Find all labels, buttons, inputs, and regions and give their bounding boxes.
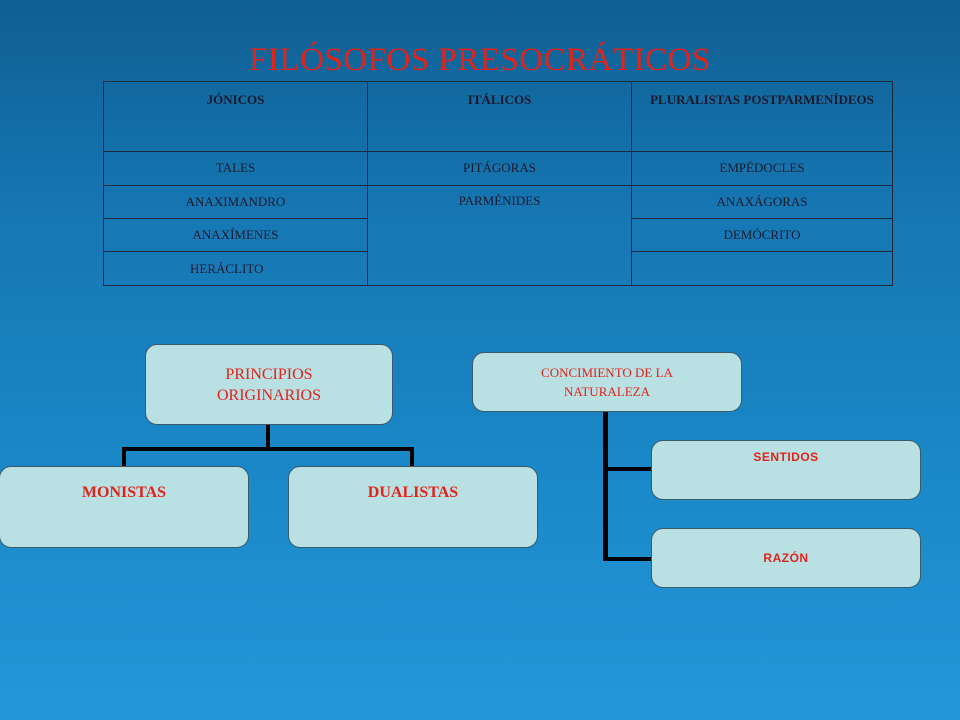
- cell-jonicos: TALES: [103, 151, 368, 186]
- slide-title: FILÓSOFOS PRESOCRÁTICOS: [249, 42, 711, 78]
- sentidos-label: SENTIDOS: [753, 450, 819, 464]
- cell-italicos: PARMÉNIDES: [367, 184, 632, 286]
- connector-line: [603, 557, 653, 561]
- table-row: ANAXIMANDRO PARMÉNIDES ANAXÁGORAS: [103, 184, 893, 286]
- connector-line: [603, 411, 608, 561]
- table-header-row: JÓNICOS ITÁLICOS PLURALISTAS POSTPARMENÍ…: [103, 80, 893, 153]
- cell-jonicos: ANAXÍMENES: [103, 217, 368, 253]
- connector-line: [122, 447, 126, 467]
- dualistas-node: DUALISTAS: [288, 466, 538, 548]
- cell-jonicos: HERÁCLITO: [103, 251, 368, 286]
- principios-originarios-node: PRINCIPIOS ORIGINARIOS: [145, 344, 393, 425]
- header-pluralistas: PLURALISTAS POSTPARMENÍDEOS: [631, 80, 893, 153]
- connector-line: [603, 467, 653, 471]
- principios-originarios-label: PRINCIPIOS ORIGINARIOS: [217, 365, 321, 404]
- cell-jonicos: ANAXIMANDRO: [103, 184, 368, 219]
- razon-label: RAZÓN: [763, 551, 809, 565]
- header-italicos: ITÁLICOS: [367, 80, 632, 153]
- cell-pluralistas: DEMÓCRITO: [631, 217, 893, 253]
- cell-pluralistas: ANAXÁGORAS: [631, 184, 893, 219]
- monistas-label: MONISTAS: [81, 484, 167, 501]
- table-row: ANAXÍMENES DEMÓCRITO: [103, 217, 893, 253]
- razon-node: RAZÓN: [651, 528, 921, 588]
- conocimiento-label: CONCIMIENTO DE LA NATURALEZA: [541, 365, 673, 399]
- connector-line: [410, 447, 414, 467]
- header-jonicos: JÓNICOS: [103, 80, 368, 153]
- sentidos-node: SENTIDOS: [651, 440, 921, 500]
- conocimiento-node: CONCIMIENTO DE LA NATURALEZA: [472, 352, 742, 412]
- cell-pluralistas: EMPÉDOCLES: [631, 151, 893, 186]
- philosophers-table: JÓNICOS ITÁLICOS PLURALISTAS POSTPARMENÍ…: [103, 80, 893, 286]
- dualistas-label: DUALISTAS: [367, 484, 459, 501]
- cell-pluralistas-empty: [631, 251, 893, 286]
- cell-italicos: PITÁGORAS: [367, 151, 632, 186]
- connector-line: [122, 447, 414, 451]
- monistas-node: MONISTAS: [0, 466, 249, 548]
- table-row: HERÁCLITO: [103, 251, 893, 286]
- connector-line: [266, 424, 270, 450]
- table-row: TALES PITÁGORAS EMPÉDOCLES: [103, 151, 893, 186]
